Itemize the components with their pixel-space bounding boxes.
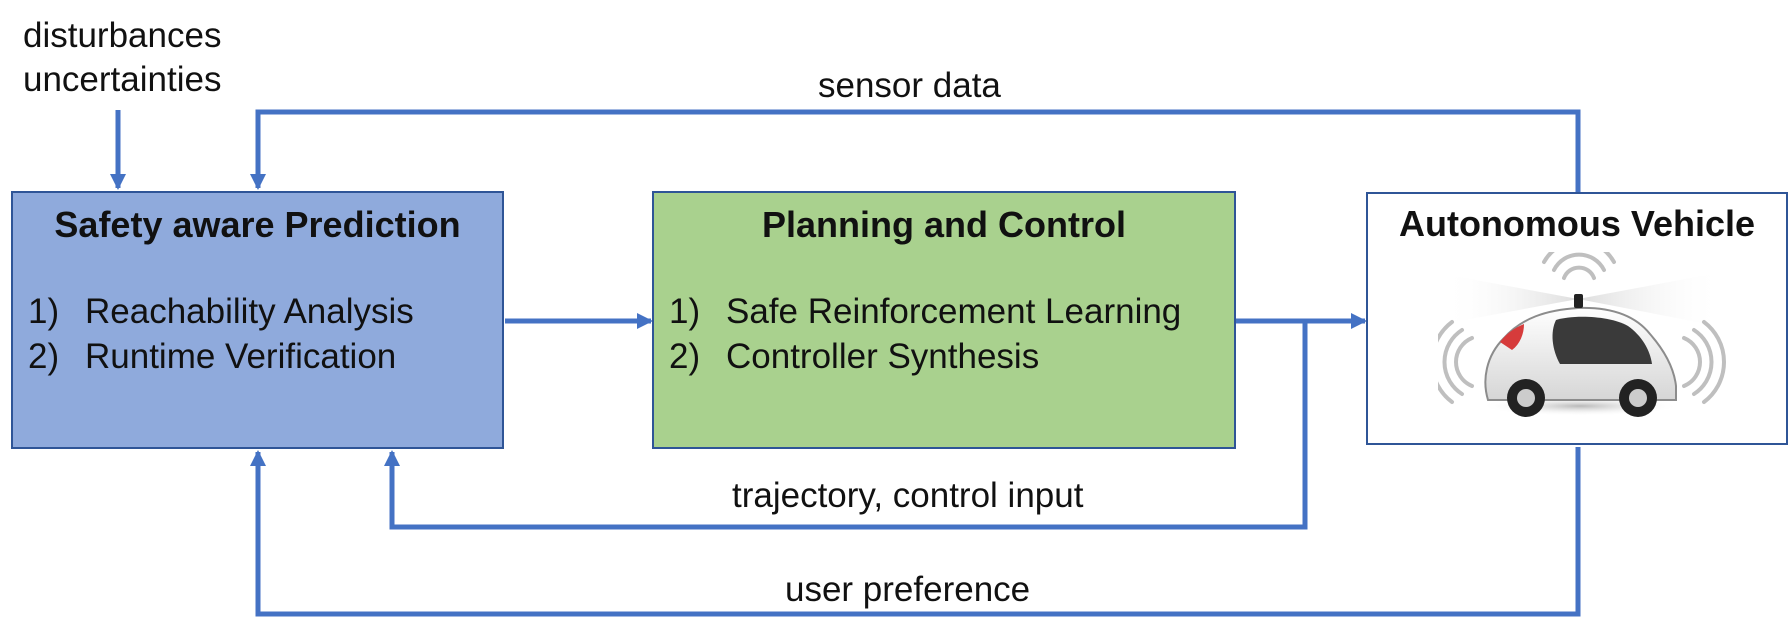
planning-item-2-text: Controller Synthesis	[726, 337, 1040, 376]
autonomous-vehicle-title: Autonomous Vehicle	[1398, 203, 1756, 244]
planning-item-1: 1) Safe Reinforcement Learning	[669, 292, 1181, 332]
planning-control-title: Planning and Control	[762, 204, 1126, 245]
planning-control-box: Planning and Control 1) Safe Reinforcemen…	[652, 191, 1236, 449]
prediction-item-2-number: 2)	[28, 337, 60, 376]
autonomous-vehicle-box: Autonomous Vehicle	[1366, 192, 1788, 445]
planning-item-1-number: 1)	[669, 292, 701, 331]
sensor-data-arrow	[250, 109, 1581, 192]
user-preference-arrow	[250, 447, 1581, 617]
sensor-data-label: sensor data	[818, 66, 1001, 105]
user-preference-label: user preference	[785, 570, 1031, 609]
disturbances-label: disturbances	[23, 16, 222, 55]
trajectory-label: trajectory, control input	[732, 476, 1084, 515]
uncertainties-label: uncertainties	[23, 60, 222, 99]
trajectory-feedback-arrow	[384, 321, 1308, 530]
prediction-item-1: 1) Reachability Analysis	[28, 292, 414, 332]
prediction-item-1-number: 1)	[28, 292, 60, 331]
safety-prediction-title: Safety aware Prediction	[54, 204, 461, 245]
planning-item-2: 2) Controller Synthesis	[669, 337, 1039, 377]
safety-prediction-box: Safety aware Prediction 1) Reachability A…	[11, 191, 504, 449]
prediction-item-2: 2) Runtime Verification	[28, 337, 396, 377]
planning-item-2-number: 2)	[669, 337, 701, 376]
self-driving-car-icon	[1438, 252, 1726, 417]
prediction-item-1-text: Reachability Analysis	[85, 292, 414, 331]
planning-item-1-text: Safe Reinforcement Learning	[726, 292, 1182, 331]
prediction-item-2-text: Runtime Verification	[85, 337, 397, 376]
